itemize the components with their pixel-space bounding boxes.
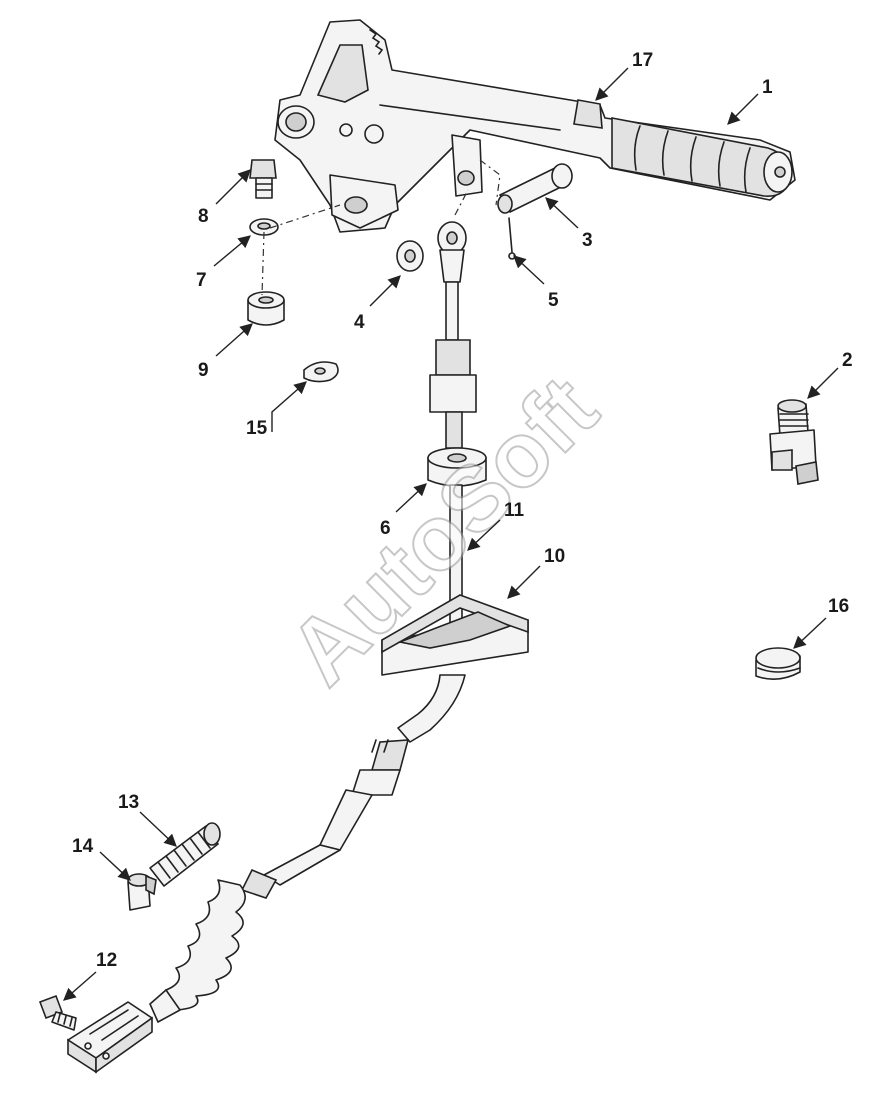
part-11-lower-cable [67,674,466,1074]
callout-15: 15 [246,418,268,439]
part-8-bolt [249,159,277,199]
callout-10: 10 [544,546,565,567]
callout-leaders [63,67,839,1001]
callout-17: 17 [632,50,653,71]
part-14-bushing [127,873,157,911]
assembly-lines [261,159,501,296]
callout-1: 1 [762,77,773,98]
callout-5: 5 [548,290,559,311]
callout-9: 9 [198,360,209,381]
part-1-hand-brake-lever [274,19,796,233]
callout-8: 8 [198,206,209,227]
callout-2: 2 [842,350,853,371]
callout-7: 7 [196,270,207,291]
part-2-brake-switch [769,399,819,485]
callout-6: 6 [380,518,391,539]
callout-14: 14 [72,836,94,857]
part-9-spacer [247,291,285,326]
part-7-washer [249,218,279,236]
callout-4: 4 [354,312,365,333]
callout-12: 12 [96,950,117,971]
part-15-retaining-clip [303,361,339,383]
callout-16: 16 [828,596,849,617]
part-3-clevis-pin [497,163,573,214]
part-4-washer [396,240,424,272]
callout-labels: 1 2 3 4 5 6 7 8 9 10 11 12 13 14 15 16 1… [72,50,853,971]
part-13-spring [149,822,221,887]
callout-3: 3 [582,230,593,251]
part-5-cotter-pin [508,217,516,260]
callout-13: 13 [118,792,139,813]
part-10-floor-boot [381,594,529,676]
part-12-screw [38,994,77,1031]
callout-11: 11 [504,500,525,521]
part-16-plug [755,647,801,680]
